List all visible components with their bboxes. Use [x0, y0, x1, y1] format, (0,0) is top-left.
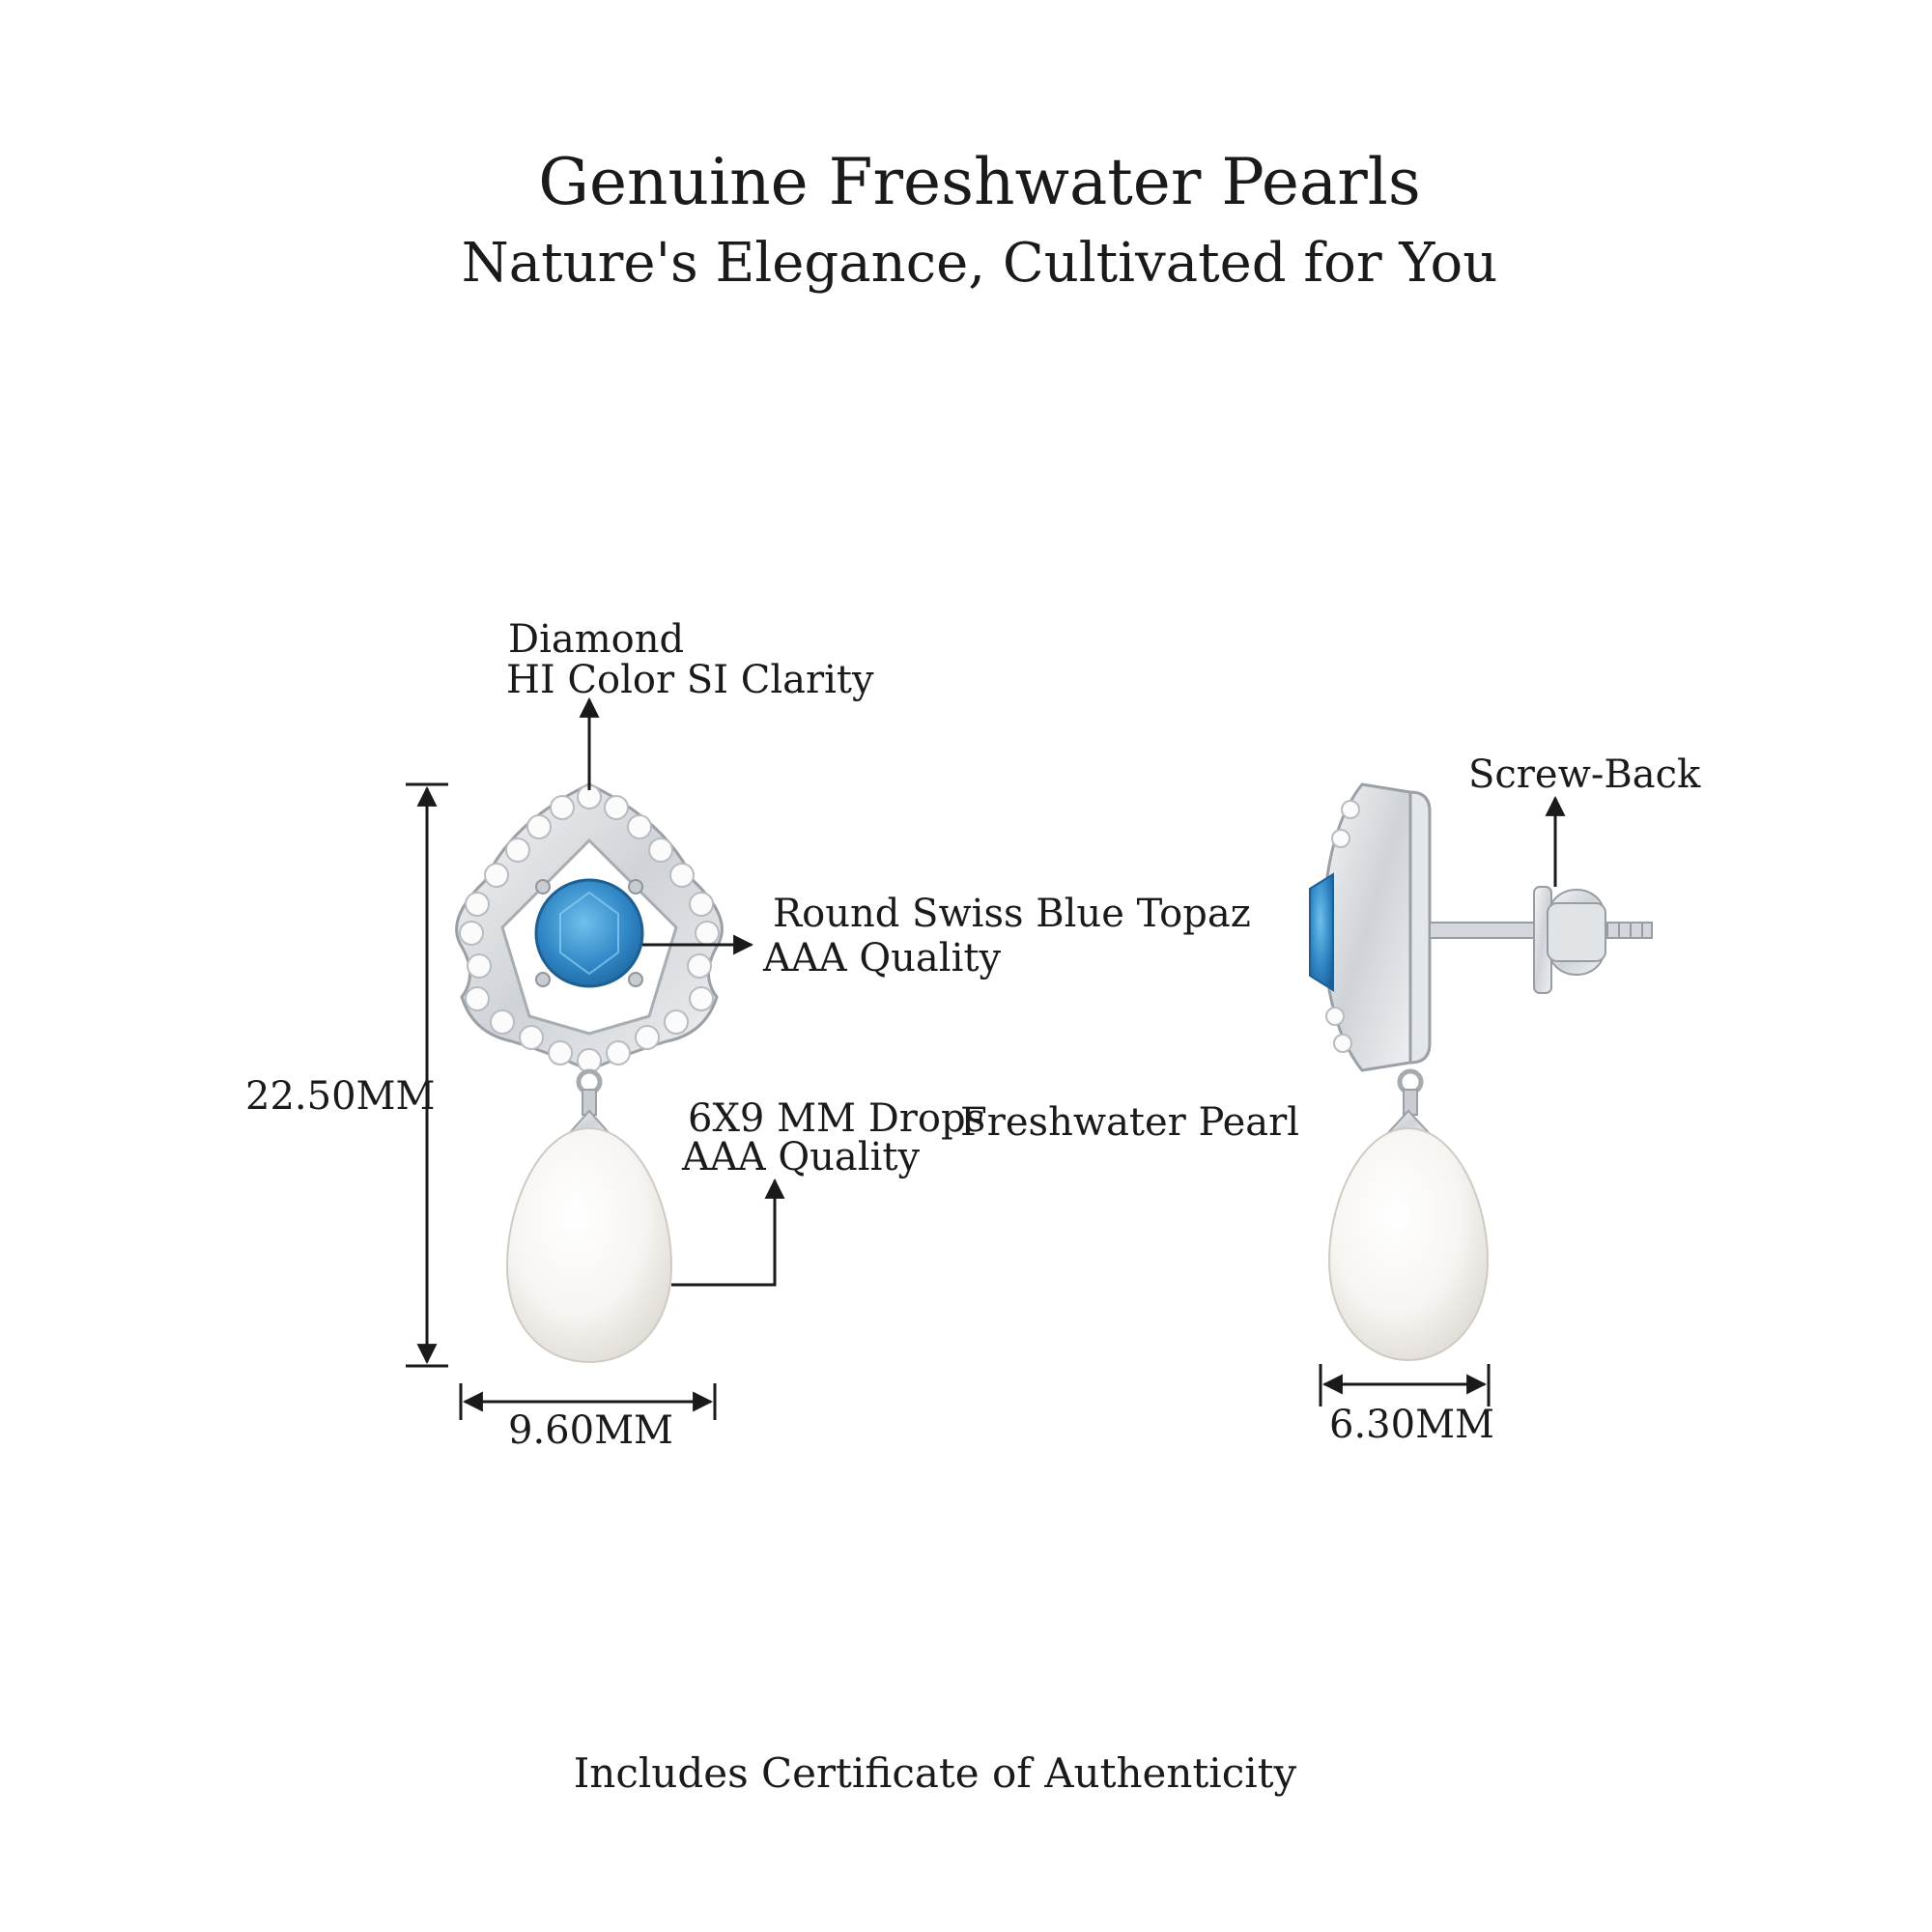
- side-pearl: [1327, 1126, 1490, 1362]
- certificate-note: Includes Certificate of Authenticity: [573, 1749, 1297, 1797]
- pearl-type-label: Freshwater Pearl: [960, 1100, 1300, 1145]
- topaz-quality-label: AAA Quality: [763, 936, 1002, 980]
- diamond-label: Diamond: [508, 617, 685, 662]
- callout-lines: [579, 696, 1566, 1287]
- pearl-size-label: 6X9 MM Drops: [688, 1096, 986, 1141]
- pearl-drop: [505, 1126, 673, 1364]
- pearl-quality-label: AAA Quality: [682, 1135, 921, 1179]
- side-halo: [1321, 782, 1412, 1072]
- side-earring: [1309, 782, 1653, 1362]
- topaz-label: Round Swiss Blue Topaz: [773, 892, 1251, 936]
- front-width-dimension-label: 9.60MM: [508, 1408, 673, 1453]
- page-title: Genuine Freshwater Pearls: [538, 145, 1421, 219]
- topaz-gem: [534, 878, 644, 988]
- diamond-spec-label: HI Color SI Clarity: [506, 658, 874, 702]
- side-topaz: [1309, 872, 1334, 992]
- dimension-lines: [406, 782, 1491, 1420]
- halo-diamonds: [459, 784, 720, 1073]
- page-subtitle: Nature's Elegance, Cultivated for You: [461, 232, 1498, 295]
- screw-back-label: Screw-Back: [1468, 753, 1701, 797]
- screw-back: [1533, 886, 1606, 994]
- front-earring: [455, 782, 724, 1364]
- pearl-arrow: [671, 1178, 785, 1287]
- side-width-dimension-label: 6.30MM: [1329, 1403, 1494, 1447]
- height-dimension-label: 22.50MM: [245, 1074, 436, 1119]
